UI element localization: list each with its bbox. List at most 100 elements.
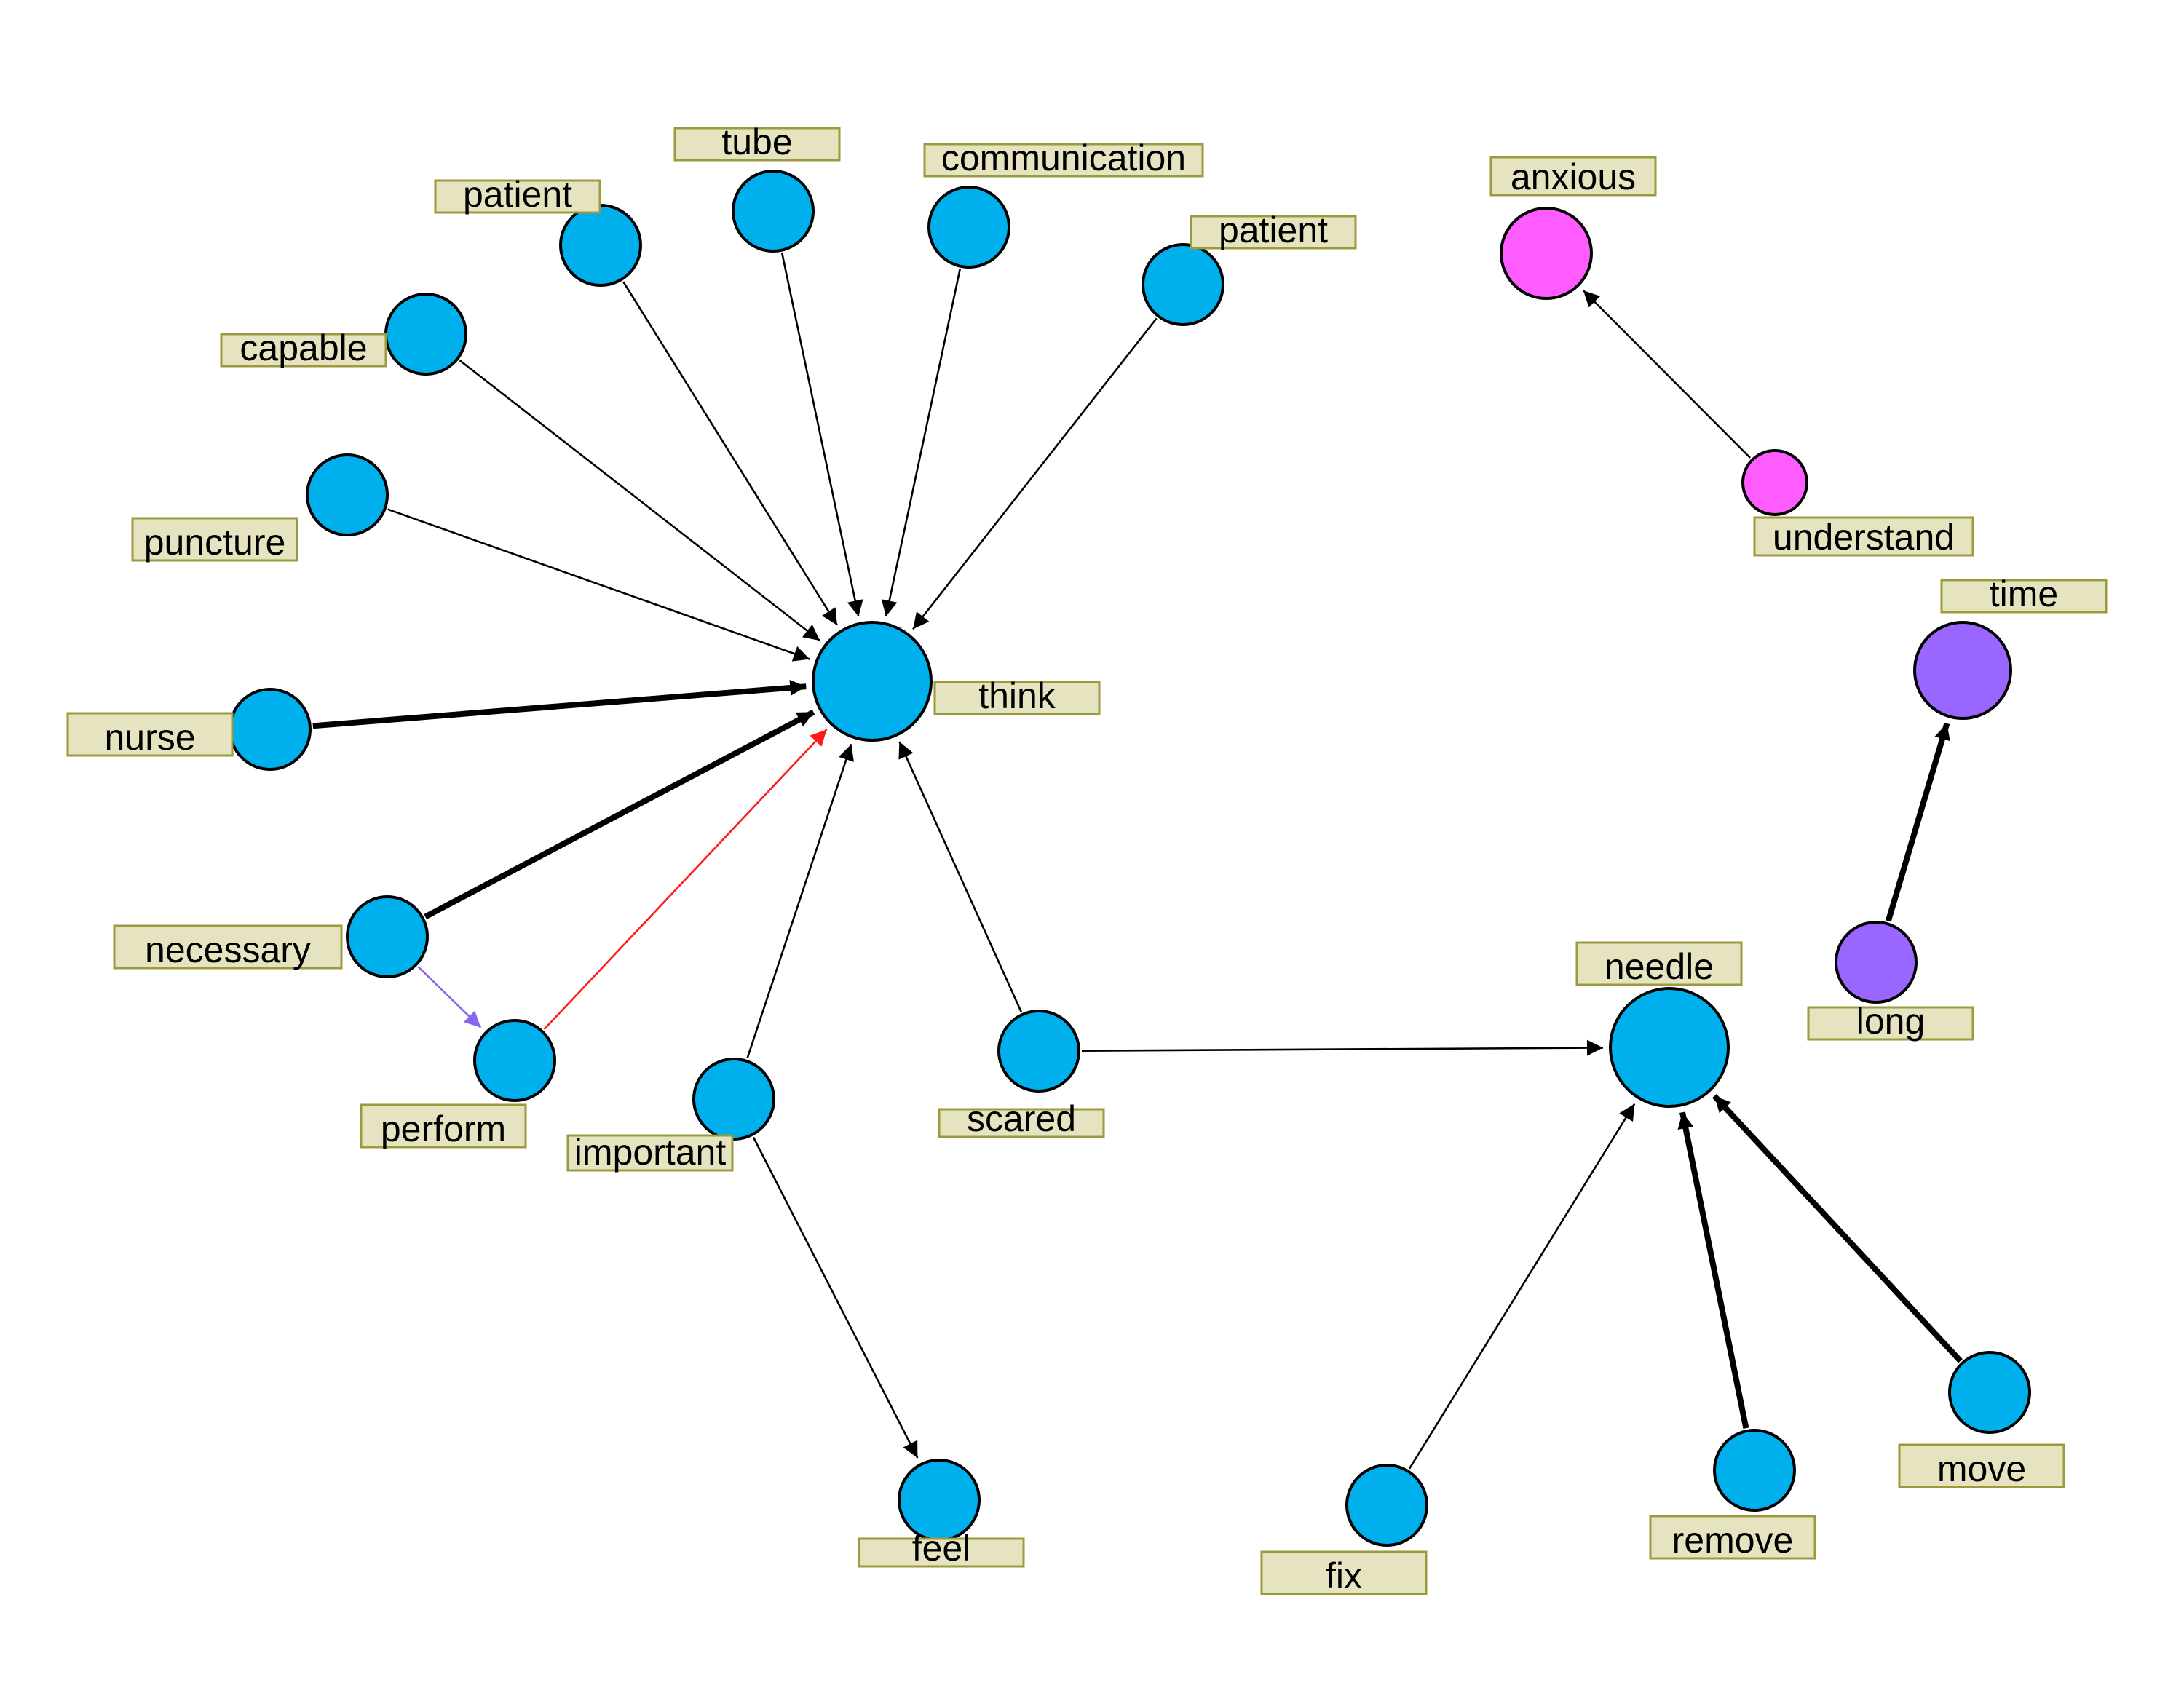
node-long <box>1835 921 1918 1004</box>
label-communication: communication <box>923 138 1204 178</box>
label-box-tube <box>673 127 841 162</box>
label-puncture: puncture <box>131 517 298 563</box>
node-tube <box>732 170 815 253</box>
label-text-nurse: nurse <box>104 717 195 758</box>
label-perform: perform <box>360 1103 527 1149</box>
label-long: long <box>1807 1001 1974 1042</box>
node-patient2 <box>1142 243 1224 326</box>
edge-long-to-time <box>1885 722 1950 922</box>
label-text-puncture: puncture <box>144 522 286 563</box>
label-capable: capable <box>220 328 387 368</box>
label-anxious: anxious <box>1489 156 1657 197</box>
label-box-communication <box>923 143 1204 178</box>
edge-necessary-to-think <box>424 709 815 920</box>
edge-necessary-to-perform <box>417 966 482 1028</box>
nodes-layer <box>229 170 2031 1547</box>
label-box-fix <box>1260 1550 1428 1595</box>
label-text-long: long <box>1856 1001 1926 1042</box>
edge-understand-to-anxious <box>1582 290 1752 459</box>
label-text-communication: communication <box>941 138 1186 178</box>
label-box-move <box>1898 1443 2065 1488</box>
node-patient1 <box>559 204 642 287</box>
edges-layer <box>312 253 1963 1470</box>
node-important <box>692 1058 775 1141</box>
label-box-scared <box>938 1108 1105 1138</box>
label-needle: needle <box>1575 941 1743 987</box>
edge-nurse-to-think <box>312 679 807 729</box>
label-text-feel: feel <box>912 1528 971 1569</box>
label-text-capable: capable <box>240 328 367 368</box>
edge-communication-to-think <box>881 269 961 617</box>
edge-patient2-to-think <box>912 317 1158 630</box>
label-box-anxious <box>1489 156 1657 197</box>
label-text-tube: tube <box>721 122 792 162</box>
edge-scared-to-think <box>898 741 1022 1012</box>
label-box-puncture <box>131 517 298 562</box>
label-box-nurse <box>66 712 234 757</box>
label-text-understand: understand <box>1773 517 1955 558</box>
label-patient2: patient <box>1190 210 1357 250</box>
label-box-important <box>566 1134 734 1172</box>
label-box-remove <box>1649 1515 1816 1560</box>
label-text-move: move <box>1937 1448 2026 1489</box>
label-text-scared: scared <box>967 1098 1076 1139</box>
edge-move-to-needle <box>1712 1093 1963 1363</box>
node-move <box>1948 1351 2031 1434</box>
label-text-patient1: patient <box>463 174 572 215</box>
label-think: think <box>933 675 1101 716</box>
edge-important-to-think <box>746 743 854 1059</box>
label-time: time <box>1940 574 2108 614</box>
node-necessary <box>346 895 429 978</box>
edge-perform-to-think <box>543 729 828 1030</box>
label-text-anxious: anxious <box>1511 156 1636 197</box>
label-text-necessary: necessary <box>145 929 311 970</box>
label-text-needle: needle <box>1605 946 1714 987</box>
node-understand <box>1741 449 1808 516</box>
edge-remove-to-needle <box>1677 1111 1749 1429</box>
label-text-think: think <box>978 675 1056 716</box>
label-text-remove: remove <box>1672 1520 1794 1561</box>
edge-capable-to-think <box>459 360 820 642</box>
label-fix: fix <box>1260 1550 1428 1596</box>
edge-patient1-to-think <box>622 281 839 626</box>
node-communication <box>927 186 1010 269</box>
edge-fix-to-needle <box>1408 1103 1636 1470</box>
node-scared <box>997 1010 1080 1093</box>
label-box-needle <box>1575 941 1743 986</box>
label-patient1: patient <box>434 174 601 215</box>
label-box-time <box>1940 579 2108 614</box>
edge-tube-to-think <box>780 253 863 617</box>
label-move: move <box>1898 1443 2065 1489</box>
label-box-think <box>933 681 1101 715</box>
label-scared: scared <box>938 1098 1105 1139</box>
label-text-time: time <box>1990 574 2058 614</box>
label-understand: understand <box>1753 516 1974 558</box>
label-box-patient2 <box>1190 215 1357 250</box>
node-capable <box>384 293 467 376</box>
edge-puncture-to-think <box>387 508 810 662</box>
edge-important-to-feel <box>752 1136 919 1459</box>
label-important: important <box>566 1132 734 1173</box>
node-needle <box>1609 987 1730 1108</box>
label-box-long <box>1807 1006 1974 1041</box>
label-box-perform <box>360 1103 527 1149</box>
node-time <box>1913 621 2012 720</box>
label-box-understand <box>1753 516 1974 557</box>
edge-scared-to-needle <box>1081 1039 1604 1056</box>
label-nurse: nurse <box>66 712 234 758</box>
label-necessary: necessary <box>113 924 343 970</box>
node-puncture <box>306 453 389 536</box>
node-remove <box>1713 1429 1796 1512</box>
label-box-feel <box>858 1537 1025 1568</box>
label-feel: feel <box>858 1528 1025 1569</box>
node-fix <box>1345 1464 1428 1547</box>
node-think <box>812 621 933 742</box>
label-text-patient2: patient <box>1219 210 1328 250</box>
node-perform <box>473 1019 556 1102</box>
label-text-important: important <box>574 1132 727 1173</box>
label-text-perform: perform <box>381 1109 506 1149</box>
label-box-patient1 <box>434 179 601 214</box>
label-tube: tube <box>673 122 841 162</box>
labels-layer: patient tube communication patient capable pu… <box>66 122 2108 1596</box>
